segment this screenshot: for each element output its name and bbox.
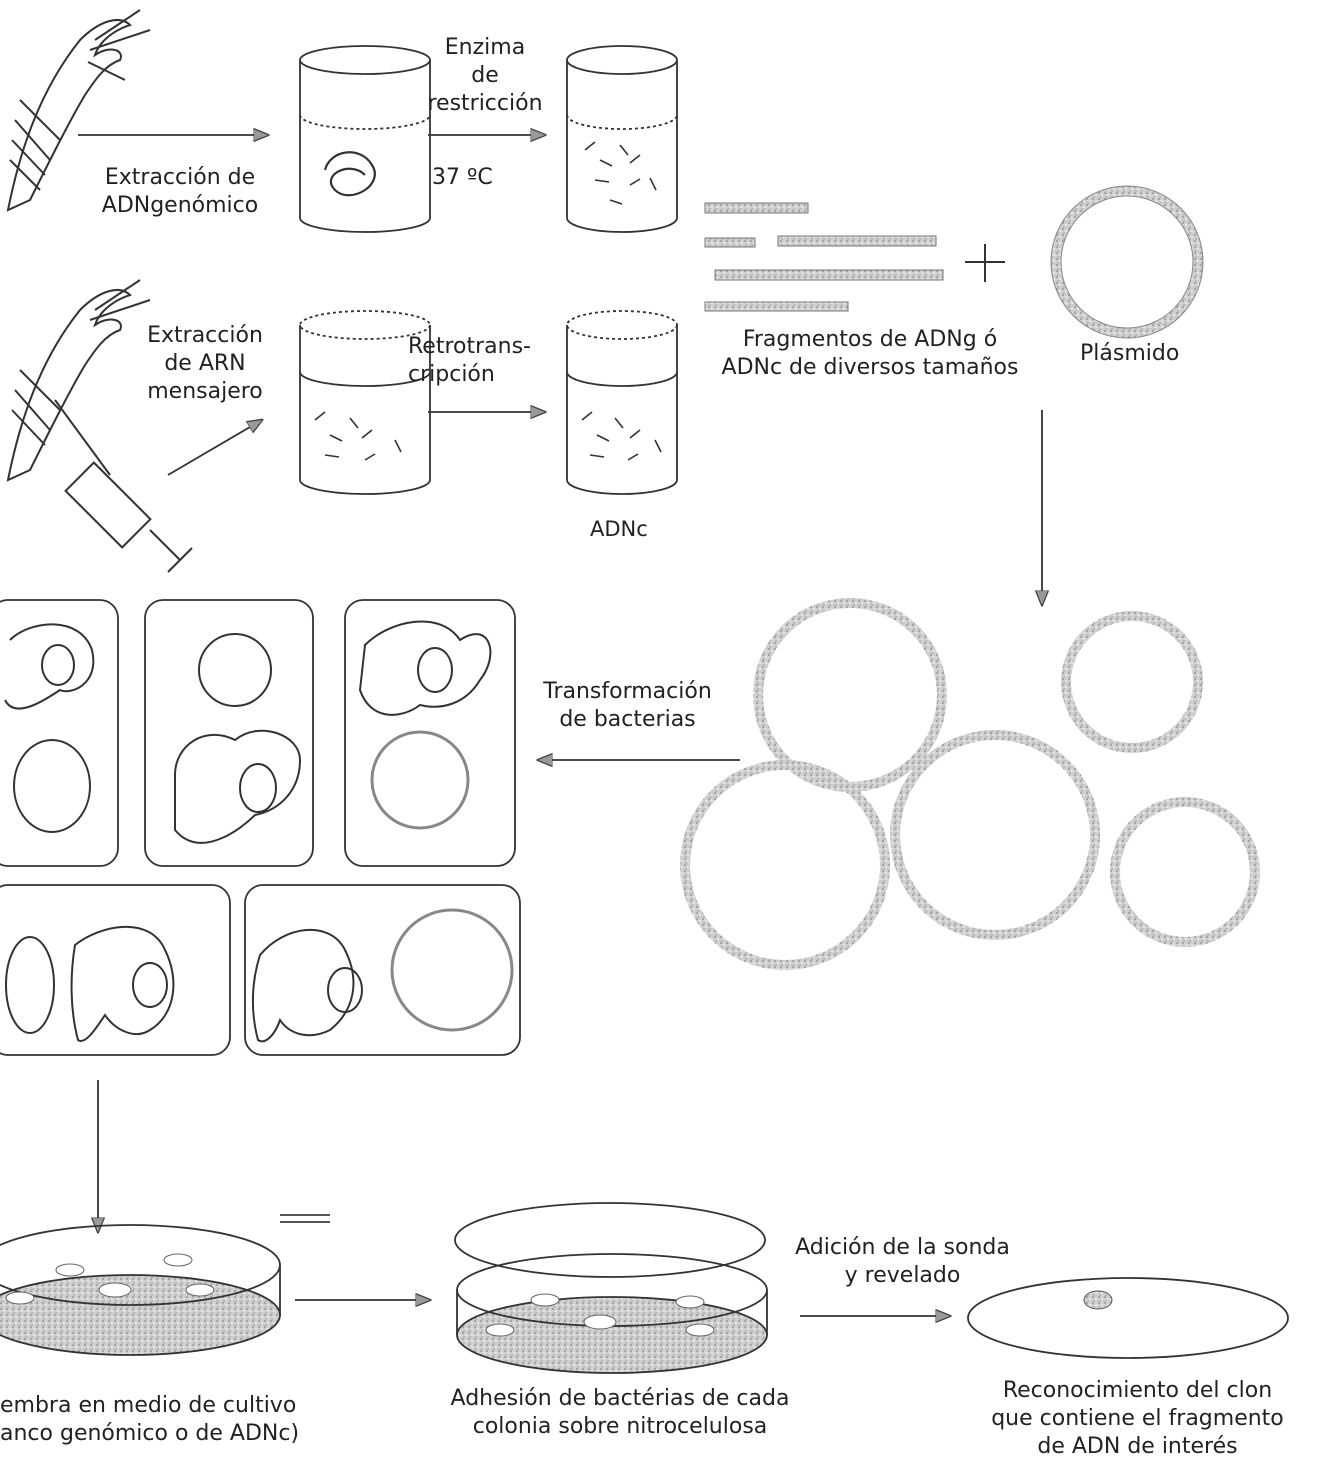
adhesion-label: Adhesión de bactérias de cada colonia so… [420, 1385, 820, 1441]
plus-icon [965, 244, 1005, 282]
probe-label: Adición de la sonda y revelado [770, 1234, 1035, 1290]
adhesion-line1: Adhesión de bactérias de cada [420, 1385, 820, 1413]
recognition-line3: de ADN de interés [965, 1433, 1310, 1461]
petri-dish-membrane [455, 1203, 767, 1373]
temperature-label: 37 ºC [432, 164, 493, 192]
fragments-label: Fragmentos de ADNg ó ADNc de diversos ta… [690, 326, 1050, 382]
enzyme-line3: restricción [405, 90, 565, 118]
recognition-line2: que contiene el fragmento [965, 1405, 1310, 1433]
enzyme-label: Enzima de restricción [405, 34, 565, 118]
recombinant-plasmids [685, 603, 1255, 965]
adhesion-line2: colonia sobre nitrocelulosa [420, 1413, 820, 1441]
sow-label: embra en medio de cultivo anco genómico … [0, 1392, 299, 1448]
transformation-line2: de bacterias [520, 706, 735, 734]
recognition-label: Reconocimiento del clon que contiene el … [965, 1377, 1310, 1461]
enzyme-line2: de [405, 62, 565, 90]
transformation-label: Transformación de bacterias [520, 678, 735, 734]
retro-line1: Retrotrans- [408, 333, 531, 361]
sow-line1: embra en medio de cultivo [0, 1392, 299, 1420]
extract-rna-line1: Extracción [125, 322, 285, 350]
transformation-line1: Transformación [520, 678, 735, 706]
extract-rna-label: Extracción de ARN mensajero [125, 322, 285, 406]
plasmid-label: Plásmido [1080, 340, 1179, 368]
final-membrane [968, 1278, 1288, 1358]
arrow-extract-rna [168, 420, 262, 475]
tube-digested-dna [567, 46, 677, 232]
extract-rna-line3: mensajero [125, 378, 285, 406]
dna-fragments [705, 203, 943, 311]
petri-dish-colonies [0, 1225, 280, 1355]
enzyme-line1: Enzima [405, 34, 565, 62]
retro-label: Retrotrans- cripción [408, 333, 531, 389]
tube-cdna [567, 311, 677, 494]
cdna-label: ADNc [590, 515, 648, 543]
retro-line2: cripción [408, 361, 531, 389]
bacteria-boxes [0, 600, 520, 1055]
extract-dna-line2: ADNgenómico [85, 192, 275, 220]
plasmid-circle [1056, 191, 1198, 333]
fragments-line2: ADNc de diversos tamaños [690, 354, 1050, 382]
fragments-line1: Fragmentos de ADNg ó [690, 326, 1050, 354]
bacteria-contents [5, 621, 512, 1041]
extract-dna-label: Extracción de ADNgenómico [85, 164, 275, 220]
probe-line2: y revelado [770, 1262, 1035, 1290]
recognition-line1: Reconocimiento del clon [965, 1377, 1310, 1405]
extract-dna-line1: Extracción de [85, 164, 275, 192]
extract-rna-line2: de ARN [125, 350, 285, 378]
sow-line2: anco genómico o de ADNc) [0, 1420, 299, 1448]
probe-line1: Adición de la sonda [770, 1234, 1035, 1262]
